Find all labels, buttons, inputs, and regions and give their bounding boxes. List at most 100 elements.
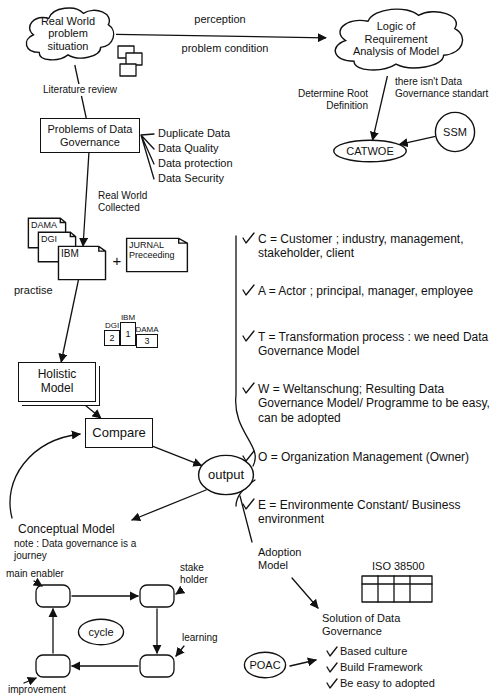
cycle-circle: cycle — [78, 619, 124, 645]
ellipse-outline — [244, 652, 285, 677]
cycle-label: main enabler — [6, 568, 76, 580]
connector — [116, 34, 326, 38]
list-item: Data Security — [158, 172, 248, 185]
cycle-box — [36, 585, 70, 607]
caption-text: practise — [14, 284, 64, 297]
leader-arrow — [34, 581, 42, 586]
podium-block: DAMA3 — [136, 334, 158, 348]
plus-sign: + — [110, 252, 124, 270]
output-circle: output — [198, 455, 254, 495]
node-text: Real World problem situation — [34, 15, 102, 53]
node-text: DGI — [41, 234, 73, 244]
connector — [81, 402, 100, 418]
cycle-arrow — [72, 595, 138, 596]
section-heading: Solution of Data Governance — [322, 612, 432, 638]
list-item: Duplicate Data — [158, 127, 248, 140]
ellipse-outline — [435, 112, 474, 151]
check-mark — [327, 647, 337, 688]
cycle-arrow — [52, 609, 53, 653]
podium-name: DAMA — [135, 325, 158, 334]
document-icon: IBM — [58, 246, 106, 280]
cloud-outline — [26, 8, 113, 60]
leader-arrow — [176, 646, 184, 656]
node-text: Logic of Requirement Analysis of Model — [344, 20, 448, 58]
analysis-cloud: Logic of Requirement Analysis of Model — [326, 2, 466, 76]
list-item: Data Quality — [158, 142, 248, 155]
problem-cloud: Real World problem situation — [20, 2, 116, 65]
catwoe-item: O = Organization Management (Owner) — [258, 450, 496, 464]
cycle-box — [140, 585, 174, 607]
process-box: Problems of Data Governance — [40, 118, 140, 153]
cycle-label: stake holder — [180, 562, 220, 586]
node-text: cycle — [83, 626, 119, 639]
node-text: output — [204, 468, 248, 483]
edge-label: perception — [180, 13, 260, 26]
ellipse-outline — [199, 455, 254, 494]
flow-arrow — [292, 578, 318, 608]
table-sketch — [362, 576, 432, 602]
check-item: Build Framework — [340, 661, 460, 674]
ellipse-outline — [78, 619, 123, 644]
paper-sheet — [120, 64, 136, 76]
feedback-arrow — [10, 434, 80, 518]
cycle-box — [140, 655, 174, 677]
connector — [400, 136, 436, 144]
doc-outline — [127, 238, 188, 271]
cycle-box — [36, 655, 70, 677]
compare-box: Compare — [85, 418, 153, 448]
model-box: Holistic Model — [18, 362, 96, 402]
node-text: 2 — [105, 333, 119, 343]
flow-arrow — [132, 490, 206, 520]
node-text: POAC — [248, 659, 282, 672]
node-text: 3 — [137, 336, 157, 346]
flow-arrow — [290, 660, 316, 666]
poac-circle: POAC — [244, 652, 286, 678]
podium-name: IBM — [121, 313, 135, 322]
table-sketch — [362, 576, 432, 602]
connector — [373, 76, 388, 140]
cycle-label: learning — [182, 632, 232, 644]
node-text: Compare — [91, 426, 147, 441]
edge-label: Determine Root Definition — [290, 88, 368, 112]
document-icon: JURNAL Preceeding — [126, 238, 188, 272]
node-text: Holistic Model — [24, 368, 90, 396]
connector — [83, 153, 89, 246]
edge-note: problem condition — [170, 42, 280, 55]
node-text: DAMA — [31, 220, 63, 230]
cycle-arrow — [156, 609, 157, 653]
edge-label: Literature review — [35, 84, 125, 96]
podium-name: DGI — [105, 321, 119, 330]
check-item: Based culture — [340, 645, 460, 658]
node-text: Problems of Data Governance — [46, 123, 134, 148]
section-heading: Conceptual Model — [18, 522, 128, 536]
doc-outline — [58, 246, 105, 279]
node-text: JURNAL Preceeding — [129, 240, 185, 261]
catwoe-ellipse: CATWOE — [333, 140, 407, 162]
ellipse-outline — [334, 140, 407, 162]
node-text: CATWOE — [344, 145, 396, 158]
list-bracket — [141, 134, 154, 179]
leader-arrow — [176, 590, 182, 594]
catwoe-item: C = Customer ; industry, management, sta… — [258, 232, 496, 261]
check-item: Be easy to adopted — [340, 677, 460, 690]
edge-label: Real World Collected — [98, 190, 156, 214]
cloud-outline — [335, 9, 462, 70]
catwoe-item: E = Environmente Constant/ Business envi… — [258, 498, 496, 527]
catwoe-item: T = Transformation process : we need Dat… — [258, 330, 496, 359]
method-circle: SSM — [435, 112, 475, 152]
paper-sheet — [126, 53, 142, 65]
catwoe-item: A = Actor ; principal, manager, employee — [258, 284, 496, 298]
note-text: note : Data governance is a journey — [14, 538, 144, 562]
podium-block: IBM1 — [120, 322, 136, 346]
node-text: 1 — [121, 329, 135, 339]
connector — [153, 446, 201, 465]
catwoe-item: W = Weltanschung; Resulting Data Governa… — [258, 382, 496, 425]
flow-line — [240, 496, 252, 542]
list-item: Data protection — [158, 157, 248, 170]
podium-block: DGI2 — [104, 330, 120, 346]
node-text: SSM — [439, 126, 471, 139]
cycle-label: improvement — [8, 684, 78, 696]
cycle-arrow — [72, 665, 138, 666]
